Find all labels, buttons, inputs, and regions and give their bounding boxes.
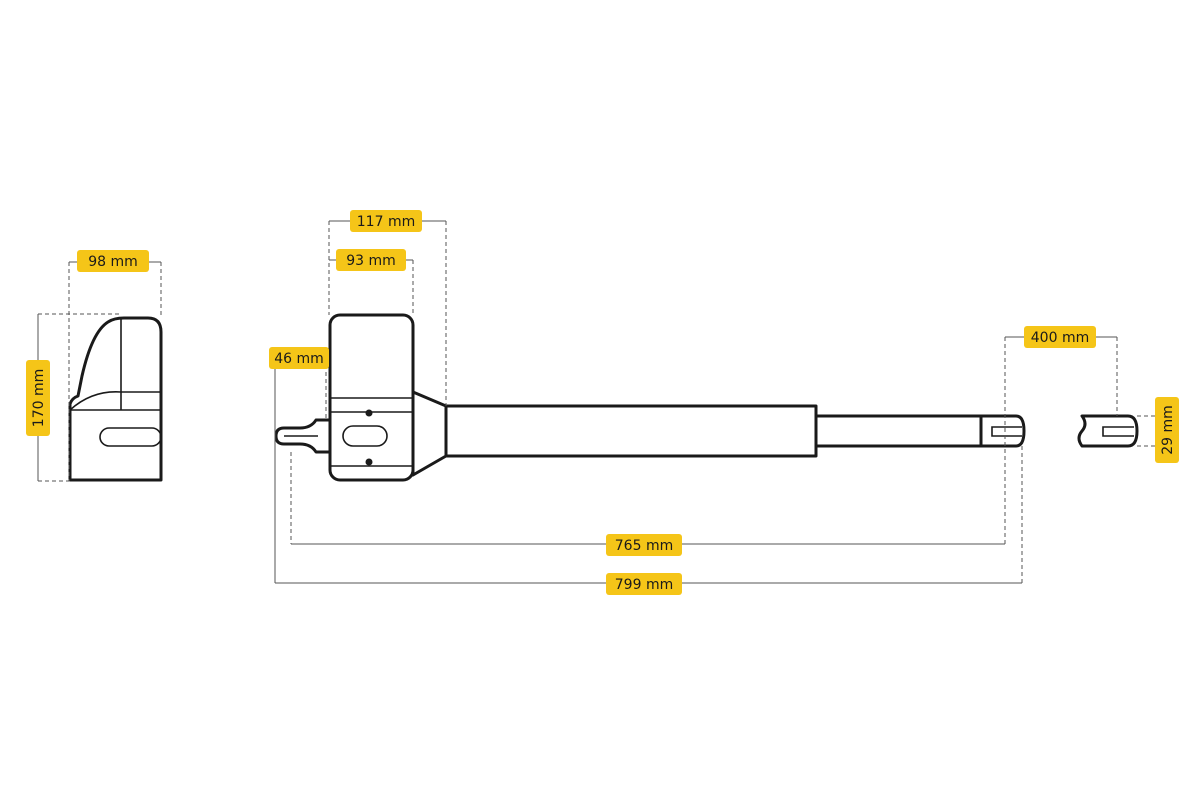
- motor-slot: [342, 425, 388, 447]
- dim-text-765: 765 mm: [615, 538, 673, 554]
- end-piece-body: [1077, 414, 1139, 448]
- side-view: [68, 316, 163, 482]
- dim-text-117: 117 mm: [357, 214, 415, 230]
- front-tip: [979, 414, 1026, 448]
- dim-text-170: 170 mm: [31, 369, 47, 427]
- side-view-shoulder: [69, 391, 161, 411]
- actuator-main: [274, 313, 1026, 482]
- end-piece: [1077, 414, 1139, 448]
- dim-label-117: 117 mm: [350, 210, 422, 232]
- dim-text-400: 400 mm: [1031, 330, 1089, 346]
- piston-rod: [814, 414, 983, 448]
- side-view-slot: [99, 427, 162, 447]
- dim-label-170: 170 mm: [26, 360, 50, 436]
- dim-text-799: 799 mm: [615, 577, 673, 593]
- dim-label-400: 400 mm: [1024, 326, 1096, 348]
- dim-label-29: 29 mm: [1155, 397, 1179, 463]
- screw-top: [365, 409, 373, 417]
- dim-label-98: 98 mm: [77, 250, 149, 272]
- dim-text-93: 93 mm: [346, 253, 396, 269]
- screw-bottom: [365, 458, 373, 466]
- taper-cone: [411, 390, 448, 477]
- outer-tube: [444, 404, 818, 458]
- dim-text-46: 46 mm: [274, 351, 324, 367]
- dim-label-46: 46 mm: [269, 347, 329, 369]
- dim-label-799: 799 mm: [606, 573, 682, 595]
- dim-text-98: 98 mm: [88, 254, 138, 270]
- dim-text-29: 29 mm: [1160, 405, 1176, 455]
- dim-label-765: 765 mm: [606, 534, 682, 556]
- dim-label-93: 93 mm: [336, 249, 406, 271]
- side-view-body: [68, 316, 163, 482]
